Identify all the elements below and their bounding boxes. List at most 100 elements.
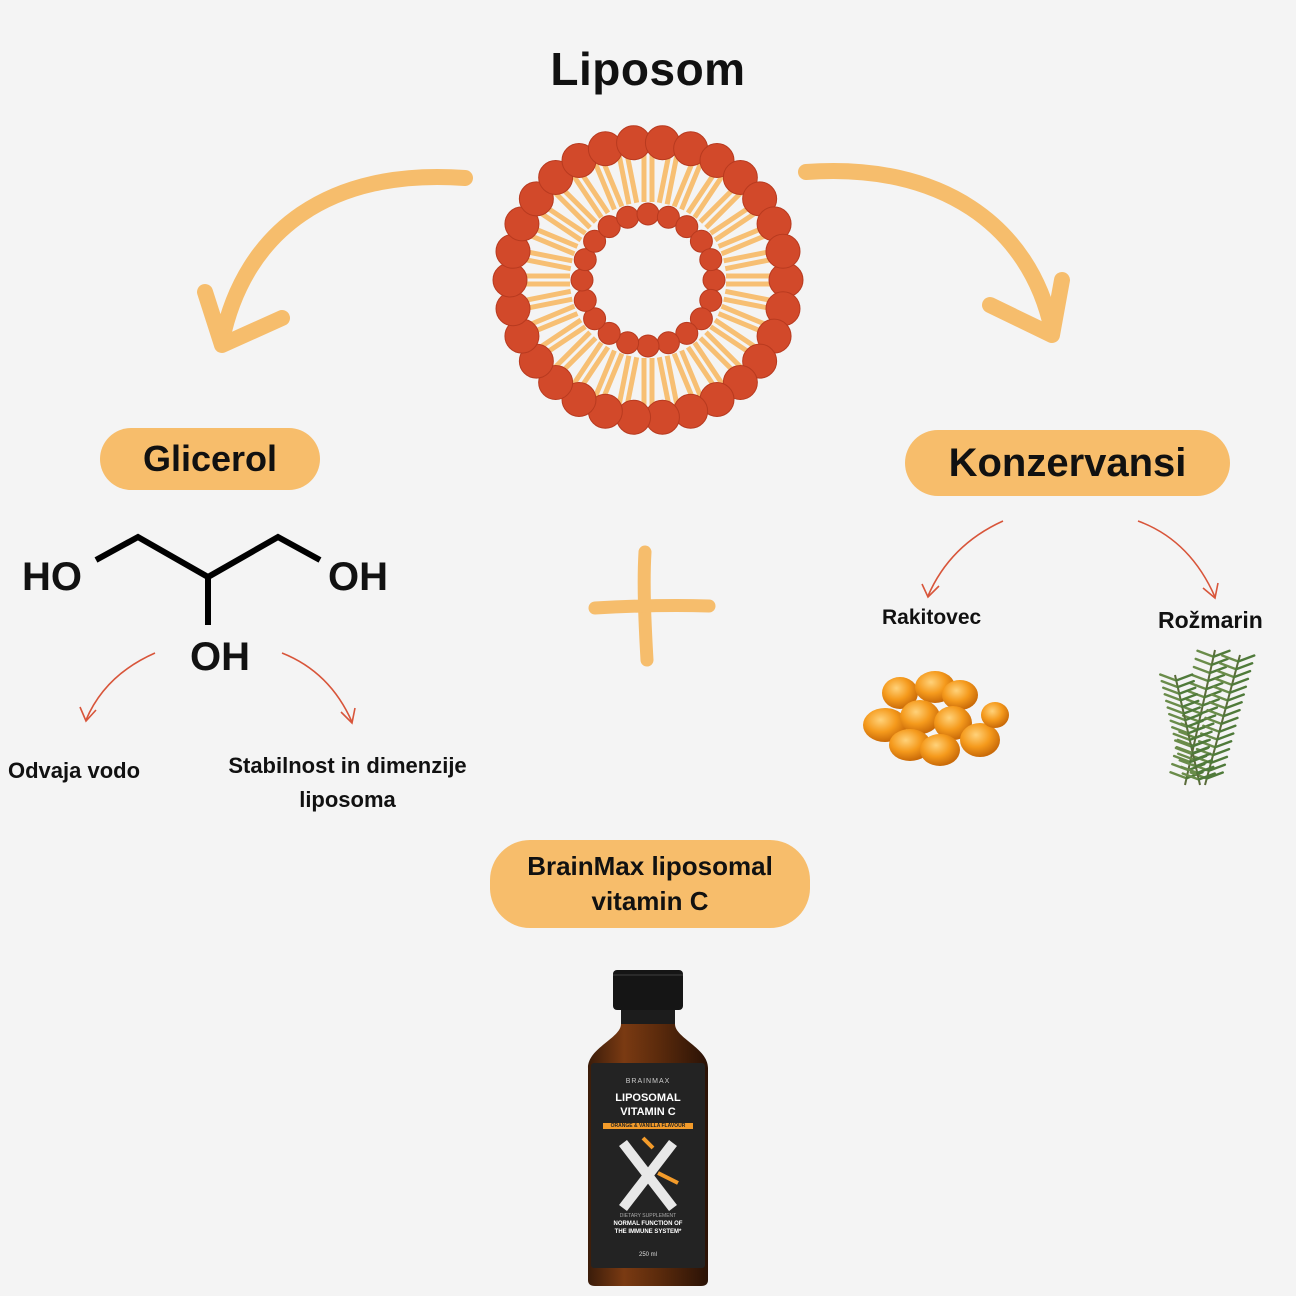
rosemary-leaf xyxy=(1218,662,1238,671)
rosemary-leaf xyxy=(1232,669,1252,679)
bottle-name-line2: VITAMIN C xyxy=(620,1106,676,1118)
product-pill: BrainMax liposomal vitamin C xyxy=(490,840,810,928)
lipid-head-inner xyxy=(689,229,713,253)
rosemary-leaf xyxy=(1179,693,1198,702)
rosemary-leaf xyxy=(1176,679,1195,689)
rosemary-leaf xyxy=(1218,724,1237,733)
rosemary-leaf xyxy=(1212,649,1231,658)
product-bottle: BRAINMAX LIPOSOMAL VITAMIN C ORANGE & VA… xyxy=(583,968,713,1288)
formula-oh-right: OH xyxy=(328,555,388,599)
rosemary-leaf xyxy=(1190,739,1209,748)
diagram-title: Liposom xyxy=(550,43,746,95)
lipid-tail xyxy=(570,341,604,388)
rosemary-leaf xyxy=(1226,693,1245,702)
rosemary-leaf xyxy=(1209,755,1229,765)
rosemary-leaf xyxy=(1160,679,1179,689)
formula-oh-bottom: OH xyxy=(190,635,250,679)
lipid-tail xyxy=(551,330,592,371)
rosemary-leaf xyxy=(1159,673,1178,682)
rosemary-leaf xyxy=(1189,681,1208,691)
rosemary-leaf xyxy=(1184,712,1203,722)
lipid-tail xyxy=(616,355,632,408)
lipid-tail xyxy=(704,330,745,371)
lipid-tail xyxy=(570,172,604,219)
glycerol-structure-bonds xyxy=(94,533,322,625)
rosemary-leaf xyxy=(1213,740,1233,749)
bottle-name-line1: LIPOSOMAL xyxy=(615,1092,681,1104)
formula-ho-left: HO xyxy=(22,555,82,599)
rosemary-leaf xyxy=(1210,657,1229,667)
rosemary-leaf xyxy=(1214,677,1234,687)
rosemary-leaf xyxy=(1185,719,1204,728)
bottle-brand: BRAINMAX xyxy=(625,1078,671,1085)
rosemary-leaf xyxy=(1216,732,1235,741)
lipid-tail xyxy=(724,256,777,272)
lipid-tail xyxy=(599,352,625,403)
rosemary-leaf xyxy=(1162,686,1181,695)
rosemary-leaf xyxy=(1221,654,1240,663)
lipid-tail xyxy=(592,349,617,400)
product-label-line1: BrainMax liposomal xyxy=(527,851,773,881)
rosemary-leaf xyxy=(1234,662,1254,671)
rosemary-leaf xyxy=(1206,708,1225,718)
konzervansi-label: Konzervansi xyxy=(948,440,1187,485)
lipid-head-inner xyxy=(616,205,640,229)
lipid-tail xyxy=(679,349,704,400)
lipid-tail xyxy=(664,152,680,205)
rosemary-leaf xyxy=(1169,771,1188,780)
rosemary-leaf xyxy=(1182,706,1201,715)
rosemary-leaf xyxy=(1178,730,1197,739)
rosemary-leaf xyxy=(1205,771,1224,780)
rosemary-leaf xyxy=(1220,716,1239,726)
lipid-tail xyxy=(656,151,672,204)
lipid-head-inner xyxy=(699,248,723,272)
lipid-head-inner xyxy=(636,334,660,358)
lipid-tail xyxy=(692,341,726,388)
lipid-tail xyxy=(592,160,617,211)
lipid-tail xyxy=(536,317,583,351)
rosemary-leaf xyxy=(1174,739,1193,748)
rosemary-leaf xyxy=(1230,677,1250,687)
konzervansi-pill: Konzervansi xyxy=(905,430,1230,496)
rosemary-leaf xyxy=(1202,724,1221,733)
rosemary-leaf xyxy=(1194,657,1213,667)
lipid-tail xyxy=(713,209,760,243)
lipid-head-inner xyxy=(656,205,680,229)
rosemary-leaf xyxy=(1192,665,1212,675)
lipid-head-inner xyxy=(702,268,726,292)
lipid-tail xyxy=(624,151,640,204)
lipid-tail xyxy=(713,317,760,351)
rosemary-leaf xyxy=(1166,706,1185,715)
rosemary-leaf xyxy=(1169,719,1188,728)
lipid-tail xyxy=(724,288,777,304)
lipid-head-inner xyxy=(656,331,680,355)
rosemary-leaf xyxy=(1194,759,1213,768)
glicerol-label: Glicerol xyxy=(142,438,278,479)
lipid-head-inner xyxy=(597,321,621,345)
rosemary-leaf xyxy=(1237,654,1256,663)
lipid-tail xyxy=(671,157,697,208)
rosemary-leaf xyxy=(1175,673,1194,682)
lipid-head-inner xyxy=(573,288,597,312)
rosemary-leaf xyxy=(1181,772,1200,781)
lipid-tail xyxy=(519,256,572,272)
product-label-line2: vitamin C xyxy=(591,886,709,916)
rosemary-leaf xyxy=(1187,726,1206,735)
lipid-head-inner xyxy=(636,202,660,226)
rosemary-sprig-icon xyxy=(1159,649,1256,786)
lipid-head-inner xyxy=(616,331,640,355)
rosemary-leaf xyxy=(1175,745,1194,755)
rosemary-leaf xyxy=(1212,685,1232,694)
rosemary-leaf xyxy=(1172,754,1192,764)
lipid-tail xyxy=(599,157,625,208)
sea-buckthorn-berries-icon xyxy=(863,671,1009,766)
rosemary-leaf xyxy=(1178,759,1197,768)
bottle-claim-line1: NORMAL FUNCTION OF xyxy=(613,1221,683,1227)
rosemary-leaf xyxy=(1216,669,1236,679)
lipid-tail xyxy=(536,209,583,243)
glicerol-pill: Glicerol xyxy=(100,428,320,490)
rosemary-leaf xyxy=(1196,649,1215,658)
lipid-tail xyxy=(624,356,640,409)
rosemary-leaf xyxy=(1193,752,1212,761)
bottle-shape xyxy=(588,970,708,1286)
